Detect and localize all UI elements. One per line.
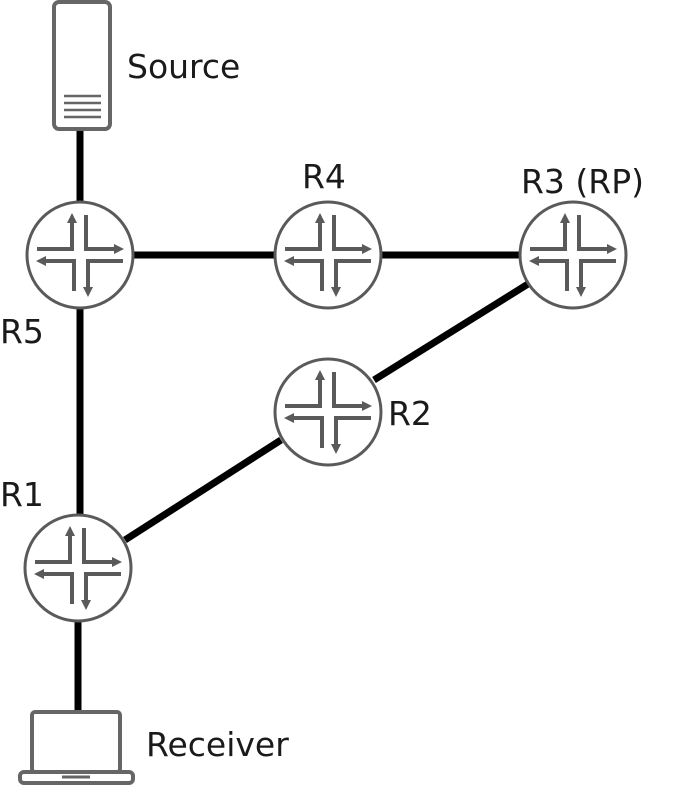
router-icon: [518, 200, 628, 310]
router-r4[interactable]: R4: [273, 157, 383, 310]
router-r5[interactable]: R5: [0, 200, 135, 351]
router-icon: [23, 513, 133, 623]
links: [74, 130, 530, 712]
source-label: Source: [127, 47, 240, 86]
router-icon: [25, 200, 135, 310]
link-r2-r1: [123, 437, 283, 543]
r5-label: R5: [0, 312, 44, 351]
source-node[interactable]: Source: [52, 0, 240, 131]
router-r2[interactable]: R2: [273, 357, 432, 467]
server-icon: [52, 0, 112, 131]
receiver-label: Receiver: [146, 725, 289, 764]
laptop-icon: [18, 710, 135, 785]
r2-label: R2: [388, 394, 432, 433]
r3-label: R3 (RP): [521, 162, 644, 201]
link-r3-r2: [372, 281, 530, 383]
router-icon: [273, 200, 383, 310]
receiver-node[interactable]: Receiver: [18, 710, 289, 785]
r1-label: R1: [0, 475, 44, 514]
router-r1[interactable]: R1: [0, 475, 133, 623]
router-r3[interactable]: R3 (RP): [518, 162, 644, 310]
router-icon: [273, 357, 383, 467]
r4-label: R4: [302, 157, 346, 196]
